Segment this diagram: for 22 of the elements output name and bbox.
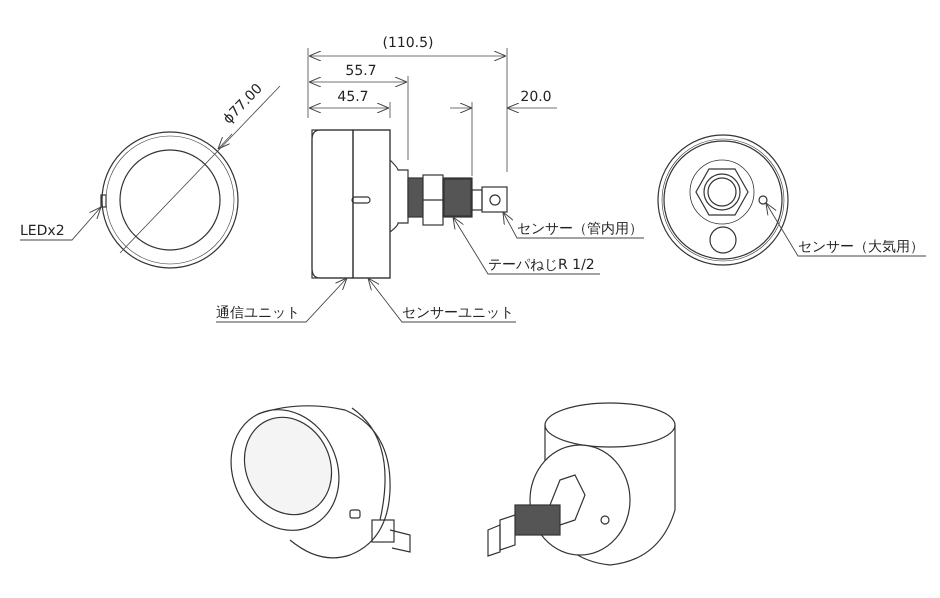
dimension-text: 20.0 — [519, 88, 553, 106]
callout-text: センサー（管内用） — [517, 220, 644, 238]
callout-text: センサー（大気用） — [798, 238, 926, 256]
dimension-text: 55.7 — [344, 62, 378, 80]
dimension-text: 45.7 — [336, 88, 370, 106]
callout-text: センサーユニット — [402, 304, 516, 322]
leader-line — [216, 278, 348, 322]
leader-line — [368, 278, 516, 322]
callout-text: テーパねじR 1/2 — [488, 256, 600, 274]
leader-line — [452, 216, 600, 274]
callout-text: 通信ユニット — [216, 304, 306, 322]
part-outline — [442, 177, 473, 218]
part-outline — [100, 194, 107, 208]
leader-line — [502, 212, 644, 238]
part-outline — [311, 129, 354, 279]
part-outline — [481, 186, 508, 213]
leader-line — [20, 206, 102, 240]
part-outline — [352, 129, 391, 279]
dimension-text: (110.5) — [381, 34, 434, 52]
part-outline — [758, 195, 768, 205]
callout-text: LEDx2 — [20, 222, 72, 240]
leader-line — [766, 202, 926, 256]
